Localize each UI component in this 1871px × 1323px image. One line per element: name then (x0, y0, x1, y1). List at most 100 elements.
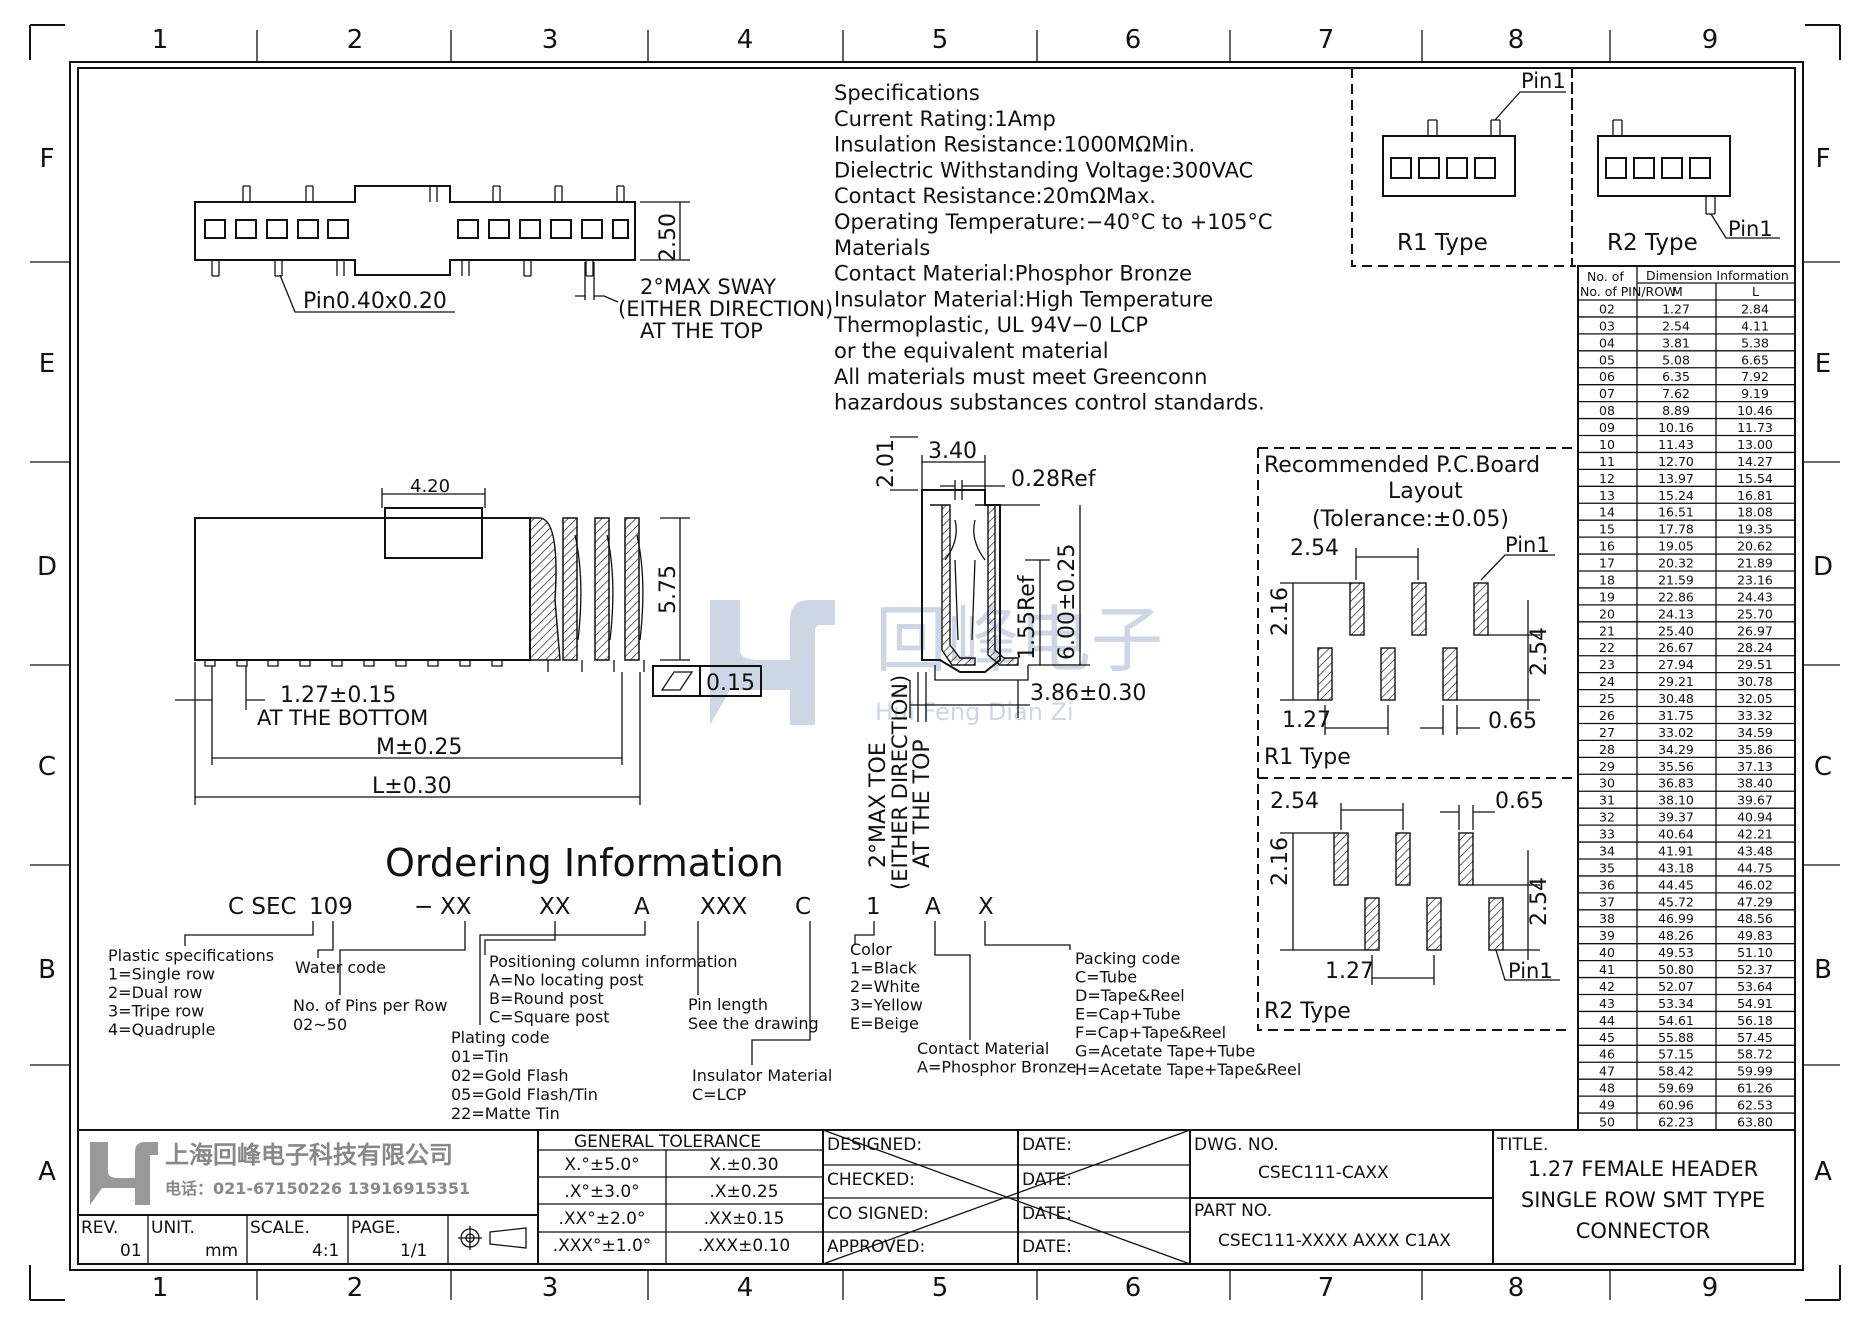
table-cell-m: 21.59 (1658, 572, 1694, 587)
table-cell-m: 27.94 (1658, 657, 1694, 672)
pcb-title-3: (Tolerance:±0.05) (1312, 507, 1509, 532)
table-cell-m: 34.29 (1658, 742, 1694, 757)
side-view-dim-5-75: 5.75 (656, 565, 681, 614)
table-cell-m: 13.97 (1658, 471, 1694, 486)
ordering-note-color: E=Beige (850, 1014, 919, 1033)
checked-label: CHECKED: (827, 1170, 915, 1190)
table-cell-m: 53.34 (1658, 996, 1694, 1011)
spec-line: Thermoplastic, UL 94V−0 LCP (833, 313, 1148, 337)
pcb-r2-dim-2-54: 2.54 (1270, 789, 1319, 814)
table-cell-m: 2.54 (1662, 318, 1690, 333)
pcb-r1-label: R1 Type (1264, 745, 1351, 770)
frame-col-label: 1 (152, 25, 169, 55)
table-cell-pins: 12 (1599, 471, 1615, 486)
table-cell-pins: 32 (1599, 810, 1615, 825)
table-cell-pins: 03 (1599, 318, 1615, 333)
table-cell-l: 62.53 (1737, 1098, 1773, 1113)
top-view-cavities (204, 219, 629, 239)
spec-line: Current Rating:1Amp (834, 107, 1056, 131)
frame-col-label: 6 (1125, 1273, 1142, 1303)
table-cell-m: 12.70 (1658, 454, 1694, 469)
side-view: 4.20 5.75 0.15 1.27±0.15 AT THE BOTTOM M… (175, 476, 762, 805)
table-cell-pins: 23 (1599, 657, 1615, 672)
frame-col-label: 5 (932, 25, 949, 55)
end-view-dim-3-86: 3.86±0.30 (1030, 681, 1146, 706)
table-cell-pins: 30 (1599, 776, 1615, 791)
table-cell-m: 11.43 (1658, 437, 1694, 452)
table-cell-pins: 14 (1599, 505, 1615, 520)
table-cell-l: 38.40 (1737, 776, 1773, 791)
date-label-1: DATE: (1022, 1135, 1072, 1155)
r1-type-label: R1 Type (1397, 230, 1488, 256)
table-cell-l: 58.72 (1737, 1047, 1773, 1062)
table-cell-m: 20.32 (1658, 556, 1694, 571)
ordering-note-positioning: C=Square post (489, 1008, 610, 1027)
pcb-r1-pin1: Pin1 (1505, 533, 1550, 557)
frame-col-label: 3 (542, 25, 559, 55)
scale-label: SCALE. (250, 1218, 310, 1238)
ordering-code-part: C SEC (228, 894, 297, 920)
ordering-code-part: XXX (700, 894, 748, 920)
table-cell-l: 30.78 (1737, 674, 1773, 689)
pcb-r2-dim-2-54-v: 2.54 (1527, 877, 1552, 926)
table-cell-pins: 20 (1599, 606, 1615, 621)
table-cell-l: 32.05 (1737, 691, 1773, 706)
table-cell-pins: 18 (1599, 572, 1615, 587)
pcb-r2-label: R2 Type (1264, 999, 1351, 1024)
spec-line: Insulator Material:High Temperature (834, 287, 1213, 311)
table-cell-l: 53.64 (1737, 979, 1773, 994)
ordering-note-pins: No. of Pins per Row (293, 996, 447, 1015)
page-label: PAGE. (351, 1218, 401, 1238)
table-cell-l: 44.75 (1737, 860, 1773, 875)
table-cell-m: 25.40 (1658, 623, 1694, 638)
table-cell-pins: 26 (1599, 708, 1615, 723)
frame-col-label: 6 (1125, 25, 1142, 55)
table-cell-m: 45.72 (1658, 894, 1694, 909)
pcb-layout: Recommended P.C.Board Layout (Tolerance:… (1257, 447, 1572, 1031)
end-view-dim-3-40: 3.40 (928, 439, 977, 464)
title-block: 上海回峰电子科技有限公司 电话：021-67150226 13916915351… (78, 1129, 1795, 1265)
table-cell-pins: 37 (1599, 894, 1615, 909)
table-cell-m: 60.96 (1658, 1098, 1694, 1113)
date-label-3: DATE: (1022, 1204, 1072, 1224)
spec-line: or the equivalent material (834, 339, 1109, 363)
table-cell-pins: 38 (1599, 911, 1615, 926)
rev-label: REV. (81, 1218, 118, 1238)
spec-line: Insulation Resistance:1000MΩMin. (834, 133, 1195, 157)
table-cell-m: 48.26 (1658, 928, 1694, 943)
ordering-note-plastic: Plastic specifications (108, 946, 274, 965)
table-cell-pins: 42 (1599, 979, 1615, 994)
frame-col-label: 5 (932, 1273, 949, 1303)
table-cell-pins: 24 (1599, 674, 1615, 689)
table-cell-pins: 35 (1599, 860, 1615, 875)
table-cell-l: 24.43 (1737, 589, 1773, 604)
table-cell-l: 23.16 (1737, 572, 1773, 587)
dwg-no-label: DWG. NO. (1194, 1135, 1279, 1155)
table-header-pins-1: No. of (1587, 269, 1624, 284)
spec-line: All materials must meet Greenconn (834, 365, 1207, 389)
table-cell-l: 37.13 (1737, 759, 1773, 774)
tolerance-linear: .X±0.25 (709, 1182, 778, 1202)
table-cell-pins: 02 (1599, 301, 1615, 316)
part-no-label: PART NO. (1194, 1201, 1272, 1221)
frame-col-label: 7 (1318, 25, 1335, 55)
tolerance-angle: X.°±5.0° (564, 1155, 639, 1175)
ordering-note-plastic: 2=Dual row (108, 983, 202, 1002)
ordering-note-plating: 02=Gold Flash (451, 1066, 569, 1085)
table-cell-pins: 16 (1599, 539, 1615, 554)
table-cell-l: 13.00 (1737, 437, 1773, 452)
table-cell-pins: 17 (1599, 556, 1615, 571)
table-cell-pins: 19 (1599, 589, 1615, 604)
unit-value: mm (205, 1241, 238, 1261)
tolerance-linear: X.±0.30 (709, 1155, 778, 1175)
table-cell-m: 10.16 (1658, 420, 1694, 435)
ordering-note-plating: 05=Gold Flash/Tin (451, 1085, 598, 1104)
frame-row-label: F (1816, 144, 1831, 174)
dwg-no-value: CSEC111-CAXX (1258, 1163, 1389, 1183)
top-view-height-dim: 2.50 (656, 213, 681, 262)
table-cell-m: 39.37 (1658, 810, 1694, 825)
spec-line: Operating Temperature:−40°C to +105°C (834, 210, 1273, 234)
ordering-note-color: 3=Yellow (850, 996, 923, 1015)
table-cell-m: 49.53 (1658, 945, 1694, 960)
